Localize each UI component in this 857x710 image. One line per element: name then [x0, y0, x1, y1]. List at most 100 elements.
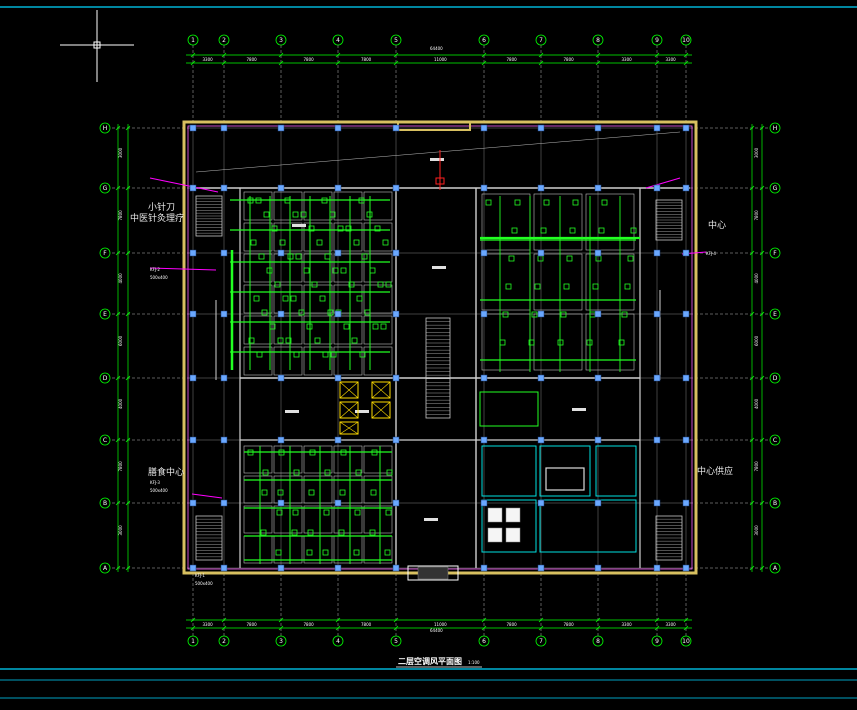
axis-bubble-row-A [99, 562, 111, 574]
column [653, 124, 661, 132]
column [653, 184, 661, 192]
column [189, 124, 197, 132]
room-cyan [539, 445, 591, 497]
dim-text-top: 7800 [247, 57, 258, 62]
room-cell [243, 505, 273, 534]
dim-tick [759, 125, 765, 131]
column [277, 249, 285, 257]
shaft-x [339, 401, 359, 419]
dim-tick [125, 375, 131, 381]
column [392, 310, 400, 318]
axis-label-row: F [103, 250, 107, 257]
axis-bubble-col-5 [390, 34, 402, 46]
dim-text-right: 4000 [754, 273, 759, 284]
dim-tick [759, 565, 765, 571]
dim-tick [749, 311, 755, 317]
drawing-frame [0, 6, 857, 699]
room-cell [303, 315, 333, 345]
room-cell [333, 191, 363, 221]
dim-tick [538, 617, 544, 623]
axis-bubble-col-6 [478, 34, 490, 46]
room-cell [481, 193, 531, 251]
dim-tick [125, 437, 131, 443]
axis-label-col: 7 [539, 37, 543, 44]
dim-tick [595, 617, 601, 623]
axis-label-col: 9 [655, 37, 659, 44]
air-diffuser [277, 489, 284, 496]
desk [487, 507, 503, 523]
air-diffuser [369, 267, 376, 274]
column [220, 564, 228, 572]
axis-bubble-row-G [99, 182, 111, 194]
dim-tick [749, 125, 755, 131]
leader-line [191, 493, 223, 499]
column [277, 124, 285, 132]
air-diffuser [275, 549, 282, 556]
column [480, 124, 488, 132]
dim-tick [654, 617, 660, 623]
ductwork [149, 150, 707, 564]
title-scale: 1:100 [468, 660, 480, 665]
column [594, 564, 602, 572]
dim-text-right: 3000 [754, 525, 759, 536]
column [653, 249, 661, 257]
air-diffuser [340, 449, 347, 456]
title-text: 二层空调风平面图 [398, 656, 462, 666]
air-diffuser [278, 449, 285, 456]
axis-bubble-row-H [769, 122, 781, 134]
axis-bubble-row-E [769, 308, 781, 320]
air-diffuser [592, 283, 599, 290]
room-cell [303, 191, 333, 221]
air-diffuser [345, 225, 352, 232]
air-diffuser [248, 337, 255, 344]
dim-text-top: 7800 [361, 57, 372, 62]
column [334, 310, 342, 318]
column [653, 374, 661, 382]
column [653, 436, 661, 444]
air-diffuser [308, 225, 315, 232]
dim-text-top: 7800 [507, 57, 518, 62]
column [392, 436, 400, 444]
room-cell [273, 505, 303, 534]
air-diffuser [338, 529, 345, 536]
dim-tick [125, 125, 131, 131]
axis-label-row: F [773, 250, 777, 257]
dim-tick [115, 185, 121, 191]
dim-text-left: 6000 [118, 335, 123, 346]
dim-tick [278, 617, 284, 623]
air-diffuser [621, 311, 628, 318]
air-diffuser [311, 281, 318, 288]
room-label-left-lower: 膳食中心 [148, 466, 184, 478]
axis-label-row: E [103, 311, 107, 318]
column [392, 184, 400, 192]
air-diffuser [560, 311, 567, 318]
air-diffuser [385, 281, 392, 288]
room-cell [303, 505, 333, 534]
column [277, 436, 285, 444]
dim-tick [221, 625, 227, 631]
desk [487, 527, 503, 543]
column [480, 310, 488, 318]
dim-text-bottom: 7800 [507, 622, 518, 627]
room-cell [363, 284, 393, 314]
dim-tick [190, 625, 196, 631]
shaft [339, 381, 359, 399]
room-cyan [481, 445, 537, 497]
room-cell [363, 535, 393, 564]
column [537, 564, 545, 572]
room-cell [333, 315, 363, 345]
dim-tick [125, 250, 131, 256]
room-cell [273, 475, 303, 504]
air-diffuser [595, 255, 602, 262]
air-diffuser [537, 255, 544, 262]
air-diffuser [285, 337, 292, 344]
crosshair-cursor-icon [60, 10, 134, 82]
column [392, 249, 400, 257]
axis-bubble-col-3 [275, 34, 287, 46]
air-diffuser [382, 239, 389, 246]
shaft-x [371, 401, 391, 419]
air-diffuser [557, 339, 564, 346]
axis-label-row: E [773, 311, 777, 318]
room-cell [363, 505, 393, 534]
